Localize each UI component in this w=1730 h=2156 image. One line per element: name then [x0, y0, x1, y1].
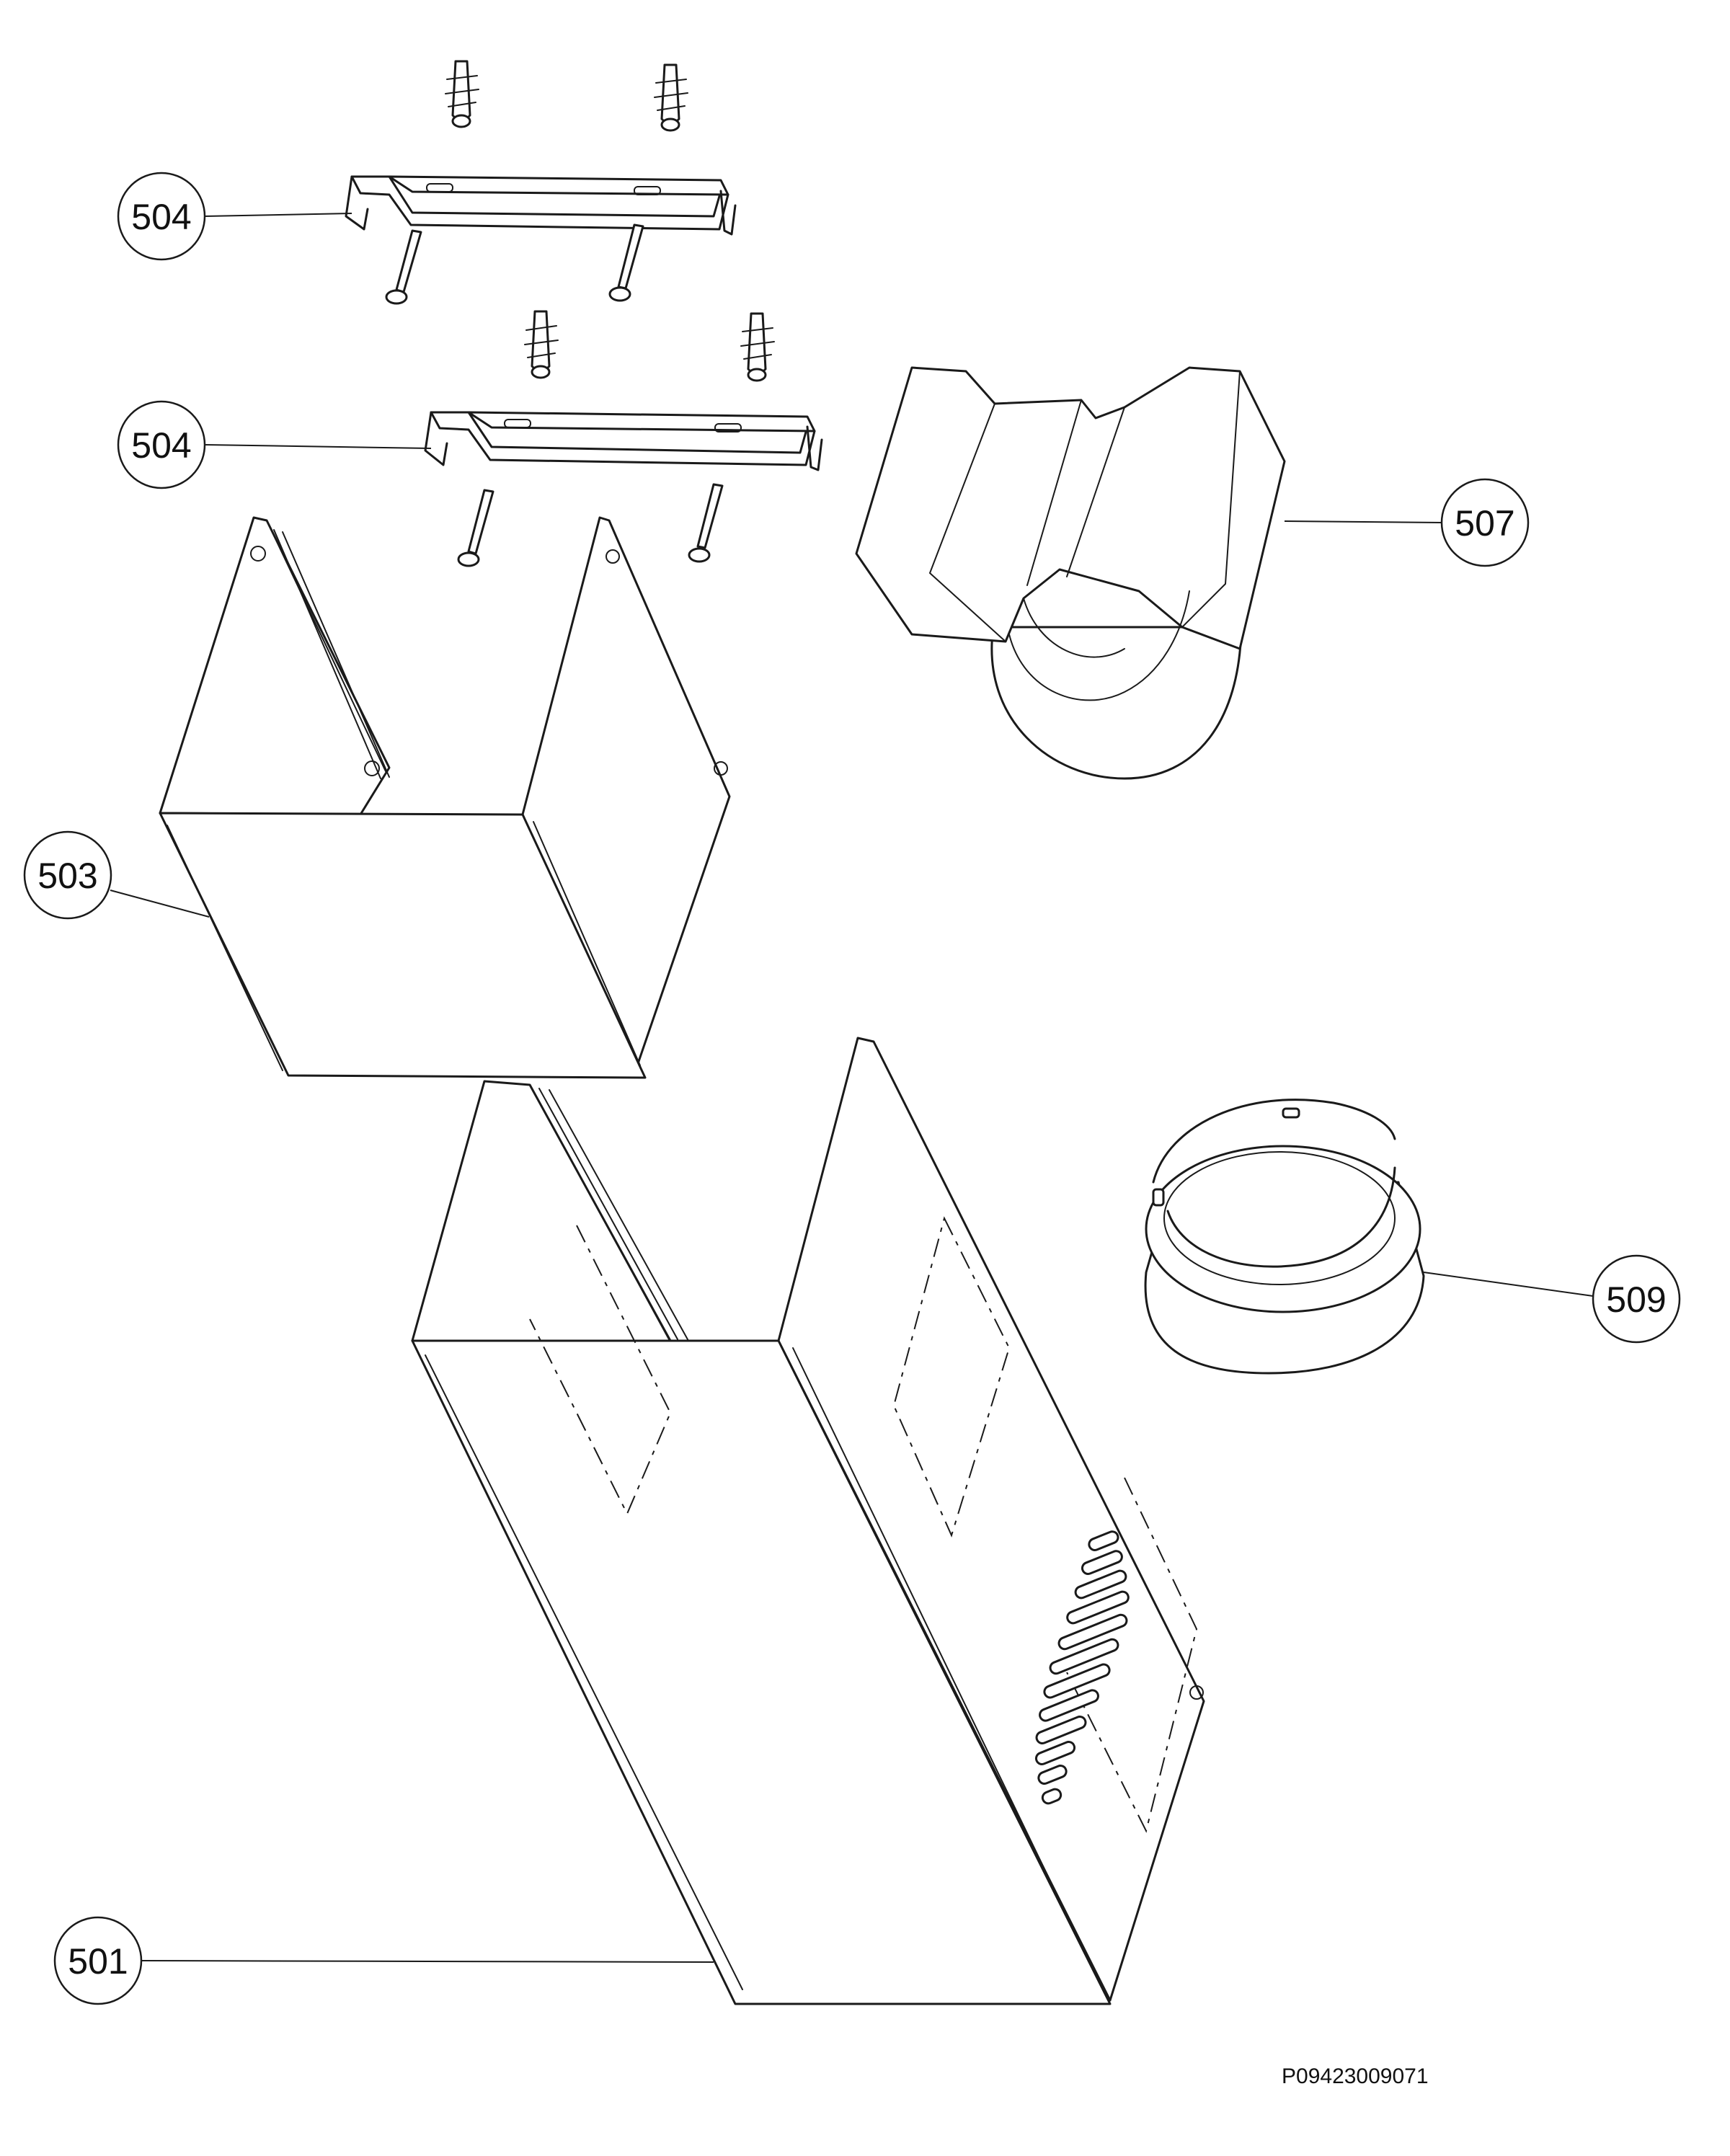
callout-509: 509: [1423, 1254, 1681, 1344]
vent-slots: [1034, 1530, 1130, 1805]
screw-upper-left: [385, 229, 422, 305]
wall-plug-upper-left: [445, 60, 479, 128]
svg-text:504: 504: [131, 197, 191, 237]
upper-chimney-cover: [159, 516, 731, 1079]
wall-plug-lower-left: [524, 310, 559, 379]
bracket-assembly-upper: [345, 60, 737, 305]
svg-text:507: 507: [1455, 503, 1514, 544]
collar-ring: [1144, 1099, 1425, 1375]
wall-plug-upper-right: [654, 63, 688, 132]
bracket-assembly-lower: [424, 310, 823, 567]
screw-upper-right: [608, 223, 644, 302]
lower-chimney-body: [411, 1037, 1205, 2005]
duct-adapter: [855, 366, 1286, 780]
callout-507: 507: [1284, 478, 1530, 567]
callout-503: 503: [23, 830, 210, 920]
screw-lower-left: [457, 489, 494, 567]
callout-504-lower: 504: [117, 400, 432, 489]
screw-lower-right: [688, 483, 724, 563]
wall-bracket-lower: [424, 411, 823, 471]
svg-text:504: 504: [131, 425, 191, 466]
svg-text:509: 509: [1606, 1279, 1666, 1320]
svg-text:503: 503: [37, 856, 97, 896]
callout-504-upper: 504: [117, 172, 352, 261]
svg-text:501: 501: [68, 1941, 128, 1982]
drawing-code: P09423009071: [1282, 2064, 1429, 2088]
wall-bracket-upper: [345, 175, 737, 236]
callout-501: 501: [53, 1916, 714, 2005]
wall-plug-lower-right: [740, 312, 775, 382]
